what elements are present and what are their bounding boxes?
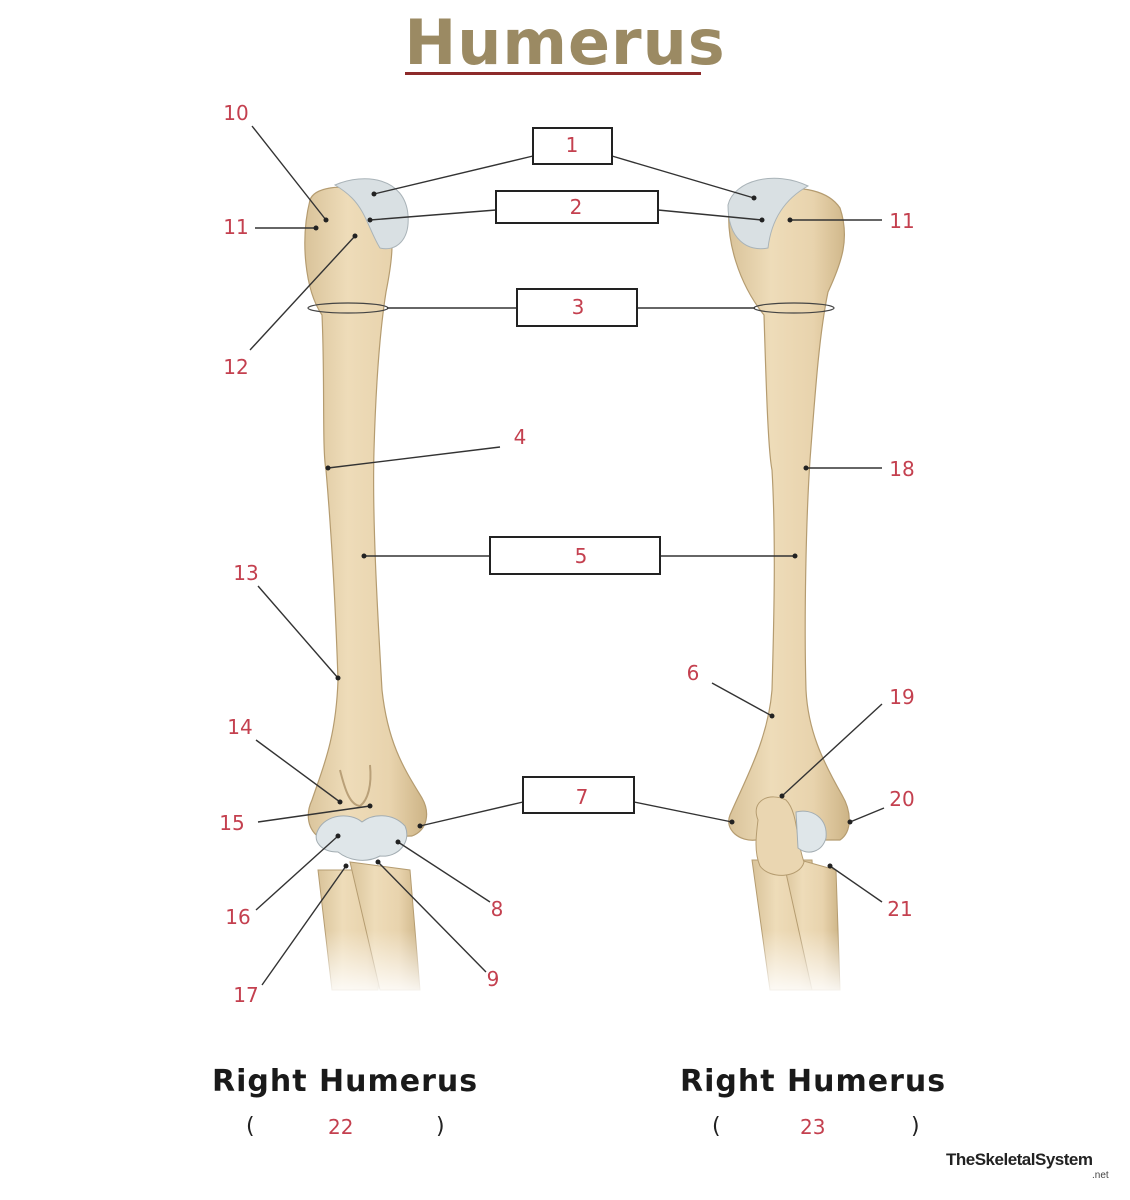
left-view-label: 22 bbox=[328, 1115, 354, 1139]
right-paren-open: ( bbox=[712, 1114, 721, 1139]
label-15: 15 bbox=[219, 811, 244, 835]
site-logo-suffix: .net bbox=[1092, 1170, 1109, 1181]
title-underline bbox=[405, 72, 701, 75]
label-box-1[interactable]: 1 bbox=[532, 127, 613, 165]
right-paren-close: ) bbox=[911, 1114, 920, 1139]
label-box-3[interactable]: 3 bbox=[516, 288, 638, 327]
box-label-text: 1 bbox=[566, 133, 579, 157]
label-18: 18 bbox=[889, 457, 914, 481]
left-view-title: Right Humerus bbox=[212, 1064, 479, 1099]
label-4: 4 bbox=[514, 425, 527, 449]
left-paren-close: ) bbox=[436, 1114, 445, 1139]
label-21: 21 bbox=[887, 897, 912, 921]
label-10: 10 bbox=[223, 101, 248, 125]
left-humerus-bone bbox=[304, 178, 428, 991]
label-11-left: 11 bbox=[223, 215, 248, 239]
page-title: Humerus bbox=[404, 6, 726, 79]
leader-dots bbox=[313, 191, 853, 869]
label-19: 19 bbox=[889, 685, 914, 709]
box-label-text: 7 bbox=[576, 785, 589, 809]
label-box-5[interactable]: 5 bbox=[489, 536, 661, 575]
label-12: 12 bbox=[223, 355, 248, 379]
label-8: 8 bbox=[491, 897, 504, 921]
label-box-2[interactable]: 2 bbox=[495, 190, 659, 224]
site-logo: TheSkeletalSystem bbox=[946, 1150, 1093, 1169]
right-view-label: 23 bbox=[800, 1115, 826, 1139]
label-16: 16 bbox=[225, 905, 250, 929]
label-box-7[interactable]: 7 bbox=[522, 776, 635, 814]
box-label-text: 5 bbox=[575, 544, 588, 568]
box-label-text: 2 bbox=[570, 195, 583, 219]
right-view-title: Right Humerus bbox=[680, 1064, 947, 1099]
label-20: 20 bbox=[889, 787, 914, 811]
box-label-text: 3 bbox=[572, 295, 585, 319]
label-6: 6 bbox=[687, 661, 700, 685]
label-14: 14 bbox=[227, 715, 252, 739]
label-11-right: 11 bbox=[889, 209, 914, 233]
label-9: 9 bbox=[487, 967, 500, 991]
left-paren-open: ( bbox=[246, 1114, 255, 1139]
leader-lines bbox=[249, 125, 885, 986]
label-17: 17 bbox=[233, 983, 258, 1007]
label-13: 13 bbox=[233, 561, 258, 585]
